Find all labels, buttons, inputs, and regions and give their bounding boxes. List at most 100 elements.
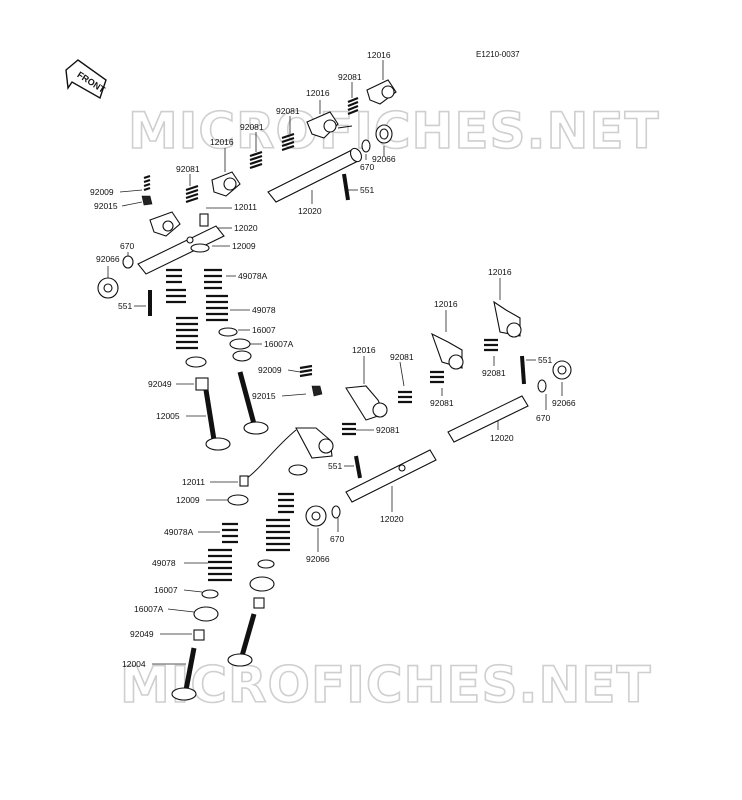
rocker-shaft-center [345, 449, 437, 503]
label-92049: 92049 [148, 379, 172, 389]
label-92081: 92081 [240, 122, 264, 132]
label-92009: 92009 [258, 365, 282, 375]
spring-92081-right-1 [484, 338, 498, 352]
watermark-bottom: MICROFICHES.NET [120, 656, 652, 714]
label-92066: 92066 [372, 154, 396, 164]
label-16007: 16007 [252, 325, 276, 335]
label-551: 551 [328, 461, 342, 471]
label-12009: 12009 [176, 495, 200, 505]
label-12020: 12020 [490, 433, 514, 443]
seat-16007-lower [201, 589, 219, 599]
rocker-shaft-right [447, 395, 529, 443]
label-92066: 92066 [552, 398, 576, 408]
seat-16007A-left [229, 338, 251, 350]
rocker-shaft-upper [267, 147, 363, 203]
label-12016: 12016 [434, 299, 458, 309]
seat-16007A-lower [193, 606, 219, 622]
label-12009: 12009 [232, 241, 256, 251]
label-92081: 92081 [276, 106, 300, 116]
rocker-arm-upper-1 [366, 79, 397, 105]
valve-12004 [171, 647, 197, 701]
valve-lower-2 [227, 613, 257, 667]
retainer-12009-lower [227, 494, 249, 506]
label-12011: 12011 [234, 202, 257, 212]
rocker-arm-center-2 [295, 427, 334, 459]
seal-lower-2 [253, 597, 265, 609]
label-670: 670 [536, 413, 550, 423]
valve-spring-49078A-left [166, 268, 222, 290]
label-92081: 92081 [376, 425, 400, 435]
label-670: 670 [360, 162, 374, 172]
plug-92066-lower [305, 505, 327, 527]
spring-92081-3 [249, 150, 263, 170]
label-92066: 92066 [96, 254, 120, 264]
rocker-arm-right-1 [493, 300, 522, 338]
seat-lower-2 [257, 559, 275, 569]
valve-spring-49078A-lower [222, 492, 294, 544]
label-92015: 92015 [94, 201, 118, 211]
spring-92081-1 [347, 96, 359, 116]
leader-lines [107, 60, 563, 665]
label-12016: 12016 [367, 50, 391, 60]
rocker-arm-upper-3 [211, 171, 241, 197]
plug-92066-upper [375, 124, 393, 144]
label-12016: 12016 [352, 345, 376, 355]
o-ring-670-upper [361, 139, 371, 153]
seat-left-3 [232, 350, 252, 362]
valve-spring-49078-lower [208, 518, 290, 582]
seat-left-2 [185, 356, 207, 368]
label-92081: 92081 [390, 352, 414, 362]
rocker-arm-upper-4 [149, 211, 181, 237]
label-92009: 92009 [90, 187, 114, 197]
label-670: 670 [120, 241, 134, 251]
front-arrow-icon: FRONT [65, 59, 107, 100]
label-49078A: 49078A [238, 271, 268, 281]
pin-551-right [520, 355, 526, 385]
label-12011: 12011 [182, 477, 205, 487]
spring-92081-center-2 [342, 422, 356, 436]
rocker-arm-upper-2 [306, 111, 353, 139]
label-670: 670 [330, 534, 344, 544]
valve-spring-49078-left [166, 288, 228, 350]
label-16007A: 16007A [264, 339, 294, 349]
seat-16007-left [218, 327, 238, 337]
plug-92066-right [552, 360, 572, 380]
cap-12011-lower [239, 475, 249, 487]
label-551: 551 [118, 301, 132, 311]
o-ring-670-lower [331, 505, 341, 519]
adjuster-92009-lower [299, 364, 323, 397]
label-92066: 92066 [306, 554, 330, 564]
o-ring-670-left [122, 255, 134, 269]
oil-line [243, 429, 297, 481]
watermark-top: MICROFICHES.NET [128, 102, 660, 160]
label-92081: 92081 [176, 164, 200, 174]
label-49078: 49078 [152, 558, 176, 568]
pin-551-upper [342, 173, 350, 201]
label-12016: 12016 [488, 267, 512, 277]
rocker-arm-right-2 [431, 332, 464, 370]
label-92081: 92081 [482, 368, 506, 378]
retainer-lower-right [288, 464, 308, 476]
seal-92049-lower [193, 629, 205, 641]
label-16007A: 16007A [134, 604, 164, 614]
label-92081: 92081 [430, 398, 454, 408]
spring-92081-4 [185, 184, 199, 204]
label-12016: 12016 [210, 137, 234, 147]
rocker-shaft-left [137, 225, 225, 275]
label-92049: 92049 [130, 629, 154, 639]
seat-lower-3 [249, 576, 275, 592]
adjuster-92009-upper [141, 174, 153, 206]
pin-551-center [354, 455, 362, 479]
label-12005: 12005 [156, 411, 180, 421]
label-12016: 12016 [306, 88, 330, 98]
plug-92066-left [97, 277, 119, 299]
spring-92081-right-2 [430, 370, 444, 384]
label-12004: 12004 [122, 659, 146, 669]
label-12020: 12020 [380, 514, 404, 524]
label-551: 551 [360, 185, 374, 195]
label-92015: 92015 [252, 391, 276, 401]
valve-left-2 [237, 371, 269, 435]
spring-92081-center-1 [398, 390, 412, 404]
seal-92049-left [195, 377, 209, 391]
